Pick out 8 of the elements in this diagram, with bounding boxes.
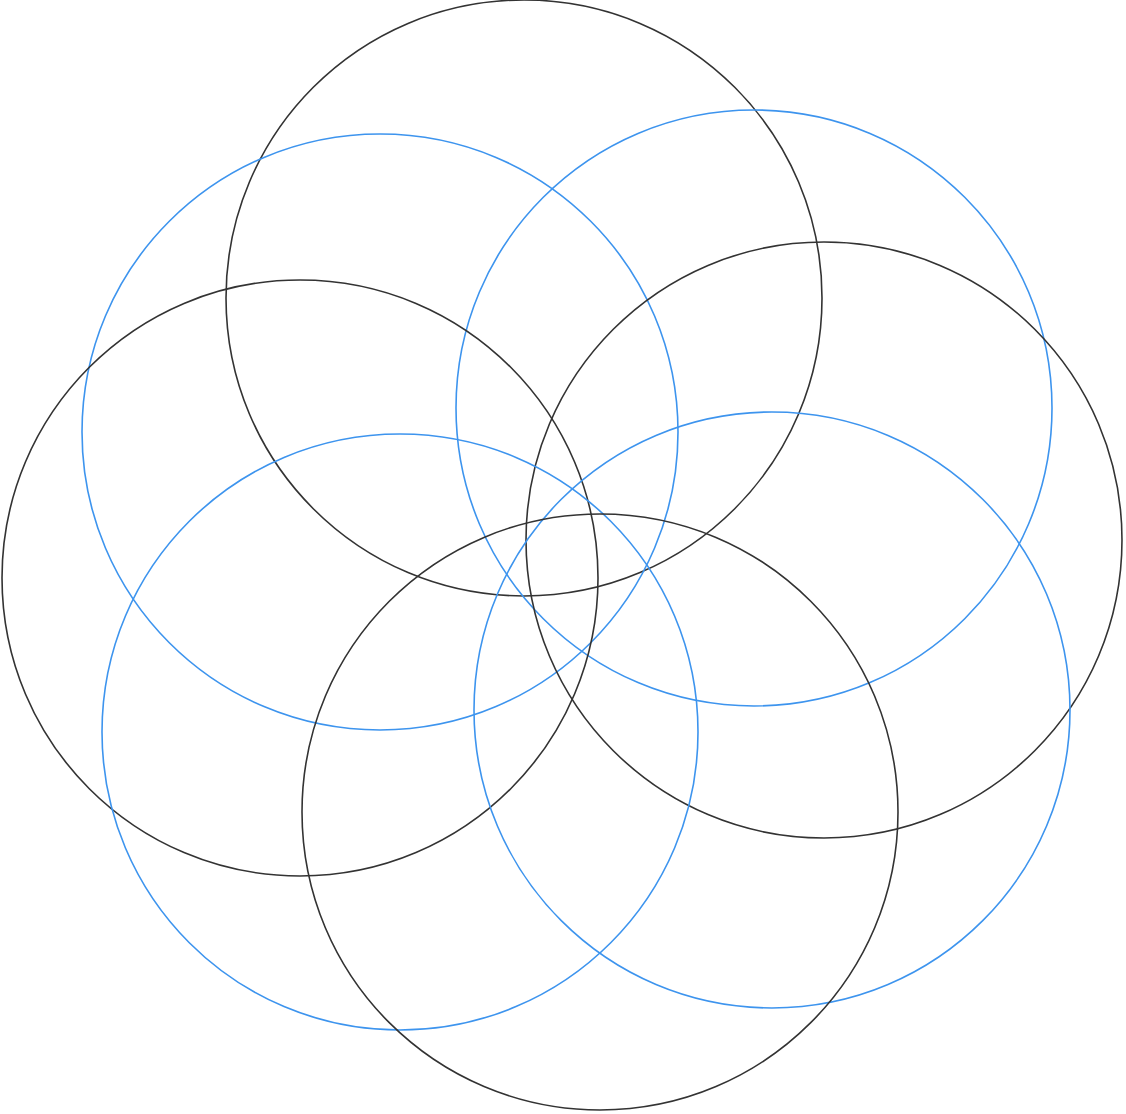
circle-outline	[473, 411, 1071, 1009]
circle-outline	[81, 133, 679, 731]
circle-outline	[301, 513, 899, 1111]
circle-outline	[455, 109, 1053, 707]
circle-outline	[225, 0, 823, 597]
circle-outline	[101, 433, 699, 1031]
circle-outline	[1, 279, 599, 877]
circle-outline	[525, 241, 1123, 839]
